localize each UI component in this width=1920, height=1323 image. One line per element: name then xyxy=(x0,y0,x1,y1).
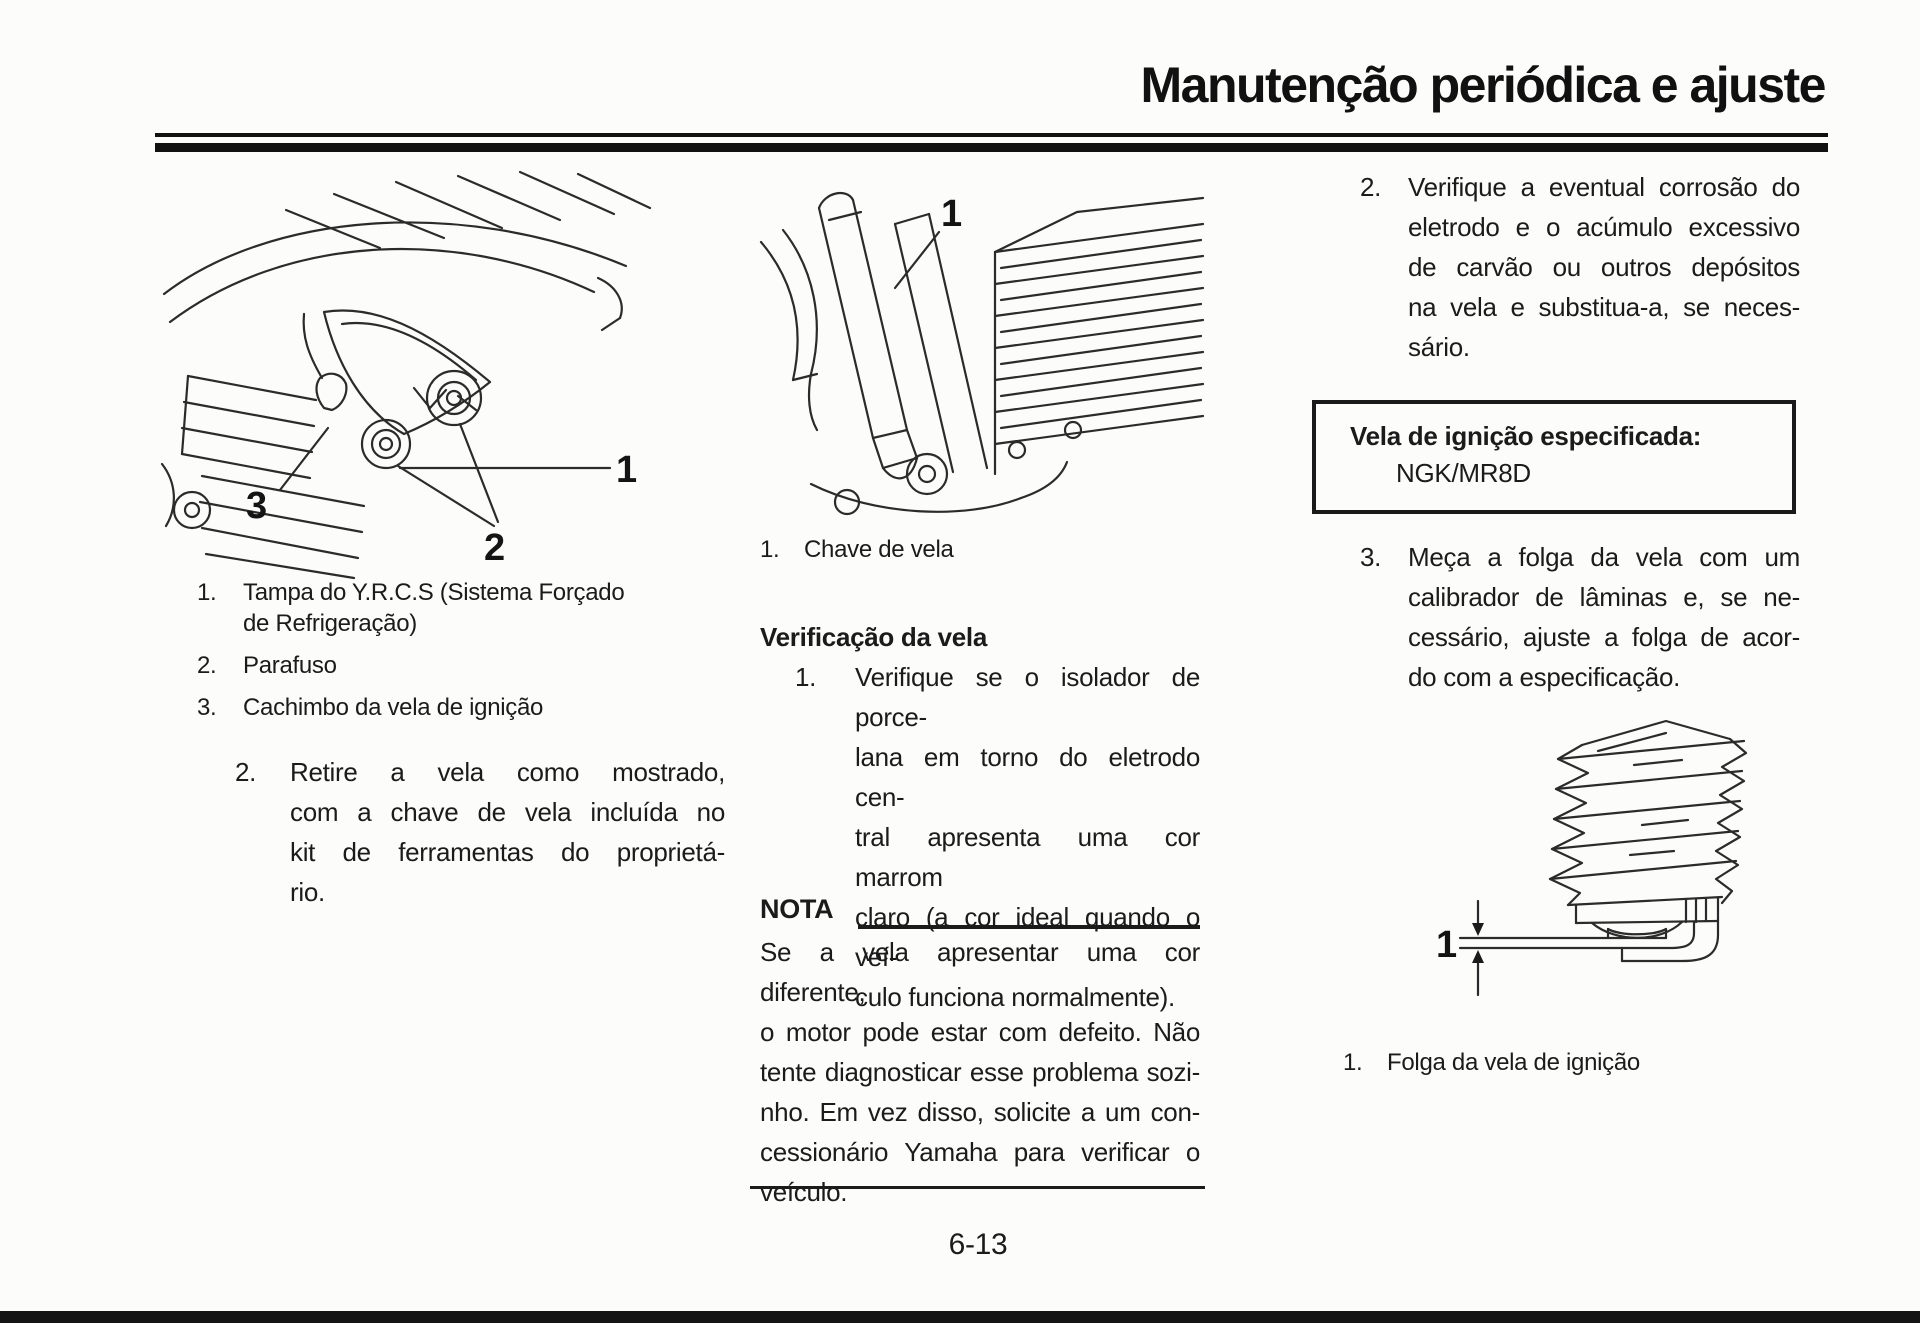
header-rule-thick xyxy=(155,143,1828,152)
step-number: 2. xyxy=(235,757,257,787)
note-heading-rule xyxy=(858,925,1200,929)
header-rule-thin xyxy=(155,133,1828,137)
legend-number: 3. xyxy=(197,694,217,721)
legend-number: 1. xyxy=(197,579,217,606)
left-engine-figure: 1 2 3 xyxy=(158,170,658,580)
note-end-rule xyxy=(750,1186,1205,1189)
scan-edge-bar xyxy=(0,1311,1920,1323)
note-paragraph: Se a vela apresentar uma cor diferente,o… xyxy=(760,937,1200,1207)
legend-number: 1. xyxy=(760,536,780,563)
page-number: 6-13 xyxy=(948,1228,1008,1261)
step-number: 2. xyxy=(1360,172,1382,202)
legend-text: Folga da vela de ignição xyxy=(1387,1049,1640,1076)
left-figure-callout-3: 3 xyxy=(246,485,267,527)
spec-box-value: NGK/MR8D xyxy=(1396,458,1531,488)
legend-text: Chave de vela xyxy=(804,536,954,563)
legend-text: Parafuso xyxy=(243,652,337,679)
middle-engine-figure: 1 xyxy=(755,168,1205,540)
note-label: NOTA xyxy=(760,894,834,924)
step-remove-plug: 2. Retire a vela como mostrado,com a cha… xyxy=(235,752,725,912)
step-number: 3. xyxy=(1360,542,1382,572)
gap-figure-callout-1: 1 xyxy=(1436,924,1457,966)
page-title: Manutenção periódica e ajuste xyxy=(1140,57,1827,113)
spec-box-title: Vela de ignição especificada: xyxy=(1350,421,1702,451)
left-figure-callout-2: 2 xyxy=(484,527,505,569)
middle-figure-legend: 1. Chave de vela xyxy=(760,534,1180,565)
legend-item: 2. Parafuso xyxy=(197,650,717,681)
gap-figure-legend: 1. Folga da vela de ignição xyxy=(1343,1047,1823,1078)
step-number: 1. xyxy=(795,662,817,692)
legend-number: 2. xyxy=(197,652,217,679)
middle-figure-callout-1: 1 xyxy=(941,193,962,235)
legend-number: 1. xyxy=(1343,1049,1363,1076)
spark-plug-spec-box: Vela de ignição especificada: NGK/MR8D xyxy=(1312,400,1796,514)
legend-item: 3. Cachimbo da vela de ignição xyxy=(197,692,717,723)
step-text: Retire a vela como mostrado,com a chave … xyxy=(290,757,725,907)
section-heading-verificacao: Verificação da vela xyxy=(760,622,988,652)
left-figure-callout-1: 1 xyxy=(616,449,637,491)
spark-plug-gap-figure: 1 xyxy=(1436,695,1820,1007)
legend-text: Cachimbo da vela de ignição xyxy=(243,694,544,721)
